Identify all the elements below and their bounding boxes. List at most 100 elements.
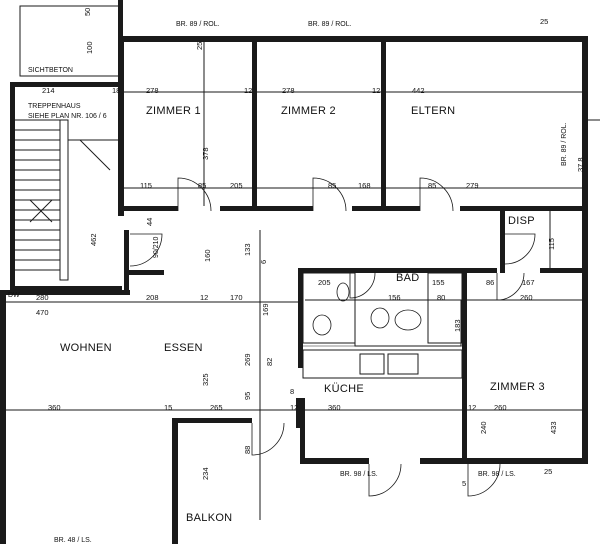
dim-text: 260: [494, 403, 507, 412]
note-br-bottom-1: BR. 98 / LS.: [340, 471, 378, 478]
room-disp: DISP: [508, 215, 535, 227]
door-bad: [349, 272, 376, 299]
right-outer-wall: [582, 36, 588, 464]
dim-text: 205: [230, 181, 243, 190]
dim-text: 433: [549, 421, 558, 434]
living-left-wall: [0, 290, 6, 544]
dim-text: 15: [164, 403, 172, 412]
dimension-lines: [0, 42, 600, 520]
bath-right-wall: [462, 268, 467, 464]
dim-text: 278: [282, 86, 295, 95]
door-balkon: [251, 422, 285, 456]
door-kitchen-out: [368, 463, 402, 497]
dim-text: 12: [468, 403, 476, 412]
dim-text: 260: [520, 293, 533, 302]
dim-text: 168: [358, 181, 371, 190]
room-wohnen: WOHNEN: [60, 342, 112, 354]
note-br-top-2: BR. 89 / ROL.: [308, 21, 352, 28]
dim-text: 462: [89, 233, 98, 246]
kitchen-bottom-wall-2: [420, 458, 468, 464]
dim-text: 6: [259, 260, 268, 264]
bedroom-bottom-wall-4: [460, 206, 588, 211]
entrance-wall-bottom: [124, 270, 164, 275]
stair-arrow: [79, 139, 111, 171]
kitchen-left-wall: [300, 398, 305, 464]
dim-text: 280: [36, 293, 49, 302]
dim-text: 88: [243, 446, 252, 454]
stairs: [15, 119, 118, 281]
dimension-labels: 278 278 442 12 12 214 18 378 37 8 115 85…: [36, 8, 585, 488]
dim-text: 169: [261, 303, 270, 316]
dim-text: 470: [36, 308, 49, 317]
dim-text: 80: [437, 293, 445, 302]
dim-text: 12: [244, 86, 252, 95]
dim-text: 115: [140, 181, 152, 190]
stair-left-wall: [10, 82, 15, 292]
room-essen: ESSEN: [164, 342, 203, 354]
dim-text: 12: [200, 293, 208, 302]
dim-text: 12: [372, 86, 380, 95]
bath-top-wall: [298, 268, 468, 273]
dim-text: 95: [243, 392, 252, 400]
washbasin-3: [394, 309, 422, 331]
stair-stringer: [59, 119, 69, 281]
dim-text: 100: [85, 41, 94, 54]
dim-text: 86: [486, 278, 494, 287]
dim-text: 37 8: [576, 157, 585, 172]
room-kueche: KÜCHE: [324, 383, 364, 395]
stair-top-wall: [10, 82, 122, 87]
dim-text: 12: [290, 403, 298, 412]
partition-z1-z2: [252, 36, 257, 211]
balcony-wall: [172, 420, 178, 544]
dim-text: 170: [230, 293, 243, 302]
dim-text: 85: [328, 181, 336, 190]
dim-text: 167: [522, 278, 535, 287]
note-door-size: 90/210: [153, 236, 160, 258]
note-dw: DW: [8, 292, 20, 299]
note-br-bottom-3: BR. 48 / LS.: [54, 537, 92, 544]
dim-text: 378: [201, 147, 210, 160]
fixtures: [302, 272, 463, 379]
dim-text: 8: [290, 387, 294, 396]
washbasin-2: [370, 307, 390, 329]
sichtbeton-block: [19, 5, 121, 77]
zimmer3-top-wall-a: [467, 268, 497, 273]
dim-text: 155: [432, 278, 445, 287]
dim-text: 325: [201, 373, 210, 386]
dim-text: 269: [243, 353, 252, 366]
disp-left-wall: [500, 211, 505, 273]
dim-text: 85: [428, 181, 436, 190]
plan-notes: SICHTBETON TREPPENHAUS SIEHE PLAN NR. 10…: [8, 21, 568, 544]
dim-text: 50: [83, 8, 92, 16]
dim-text: 183: [453, 319, 462, 332]
dim-text: 82: [265, 358, 274, 366]
shower: [427, 272, 463, 344]
zimmer3-bottom-wall: [462, 458, 588, 464]
note-br-bottom-2: BR. 98 / LS.: [478, 471, 516, 478]
door-eltern: [419, 177, 454, 212]
note-treppenhaus-plan: SIEHE PLAN NR. 106 / 6: [28, 113, 107, 120]
stair-arrow: [29, 199, 53, 223]
bedroom-bottom-wall-1: [122, 206, 178, 211]
bath-left-wall: [298, 268, 303, 368]
door-zimmer2: [312, 177, 347, 212]
living-bottom-wall: [172, 418, 252, 423]
room-labels: ZIMMER 1 ZIMMER 2 ELTERN DISP BAD WOHNEN…: [60, 105, 545, 524]
kitchen-corner-wall: [296, 398, 304, 428]
partition-z2-eltern: [381, 36, 386, 211]
note-br-top-1: BR. 89 / ROL.: [176, 21, 220, 28]
room-bad: BAD: [396, 272, 420, 284]
room-eltern: ELTERN: [411, 105, 455, 117]
door-zimmer1: [177, 177, 212, 212]
dim-text: 240: [479, 421, 488, 434]
note-sichtbeton: SICHTBETON: [28, 67, 73, 74]
toilet: [336, 282, 350, 302]
kitchen-bottom-wall-1: [303, 458, 369, 464]
stair-right-wall: [118, 36, 124, 216]
kitchen-stove: [387, 353, 419, 375]
dim-text: 279: [466, 181, 479, 190]
washbasin-1: [312, 314, 332, 336]
dim-text: 214: [42, 86, 55, 95]
